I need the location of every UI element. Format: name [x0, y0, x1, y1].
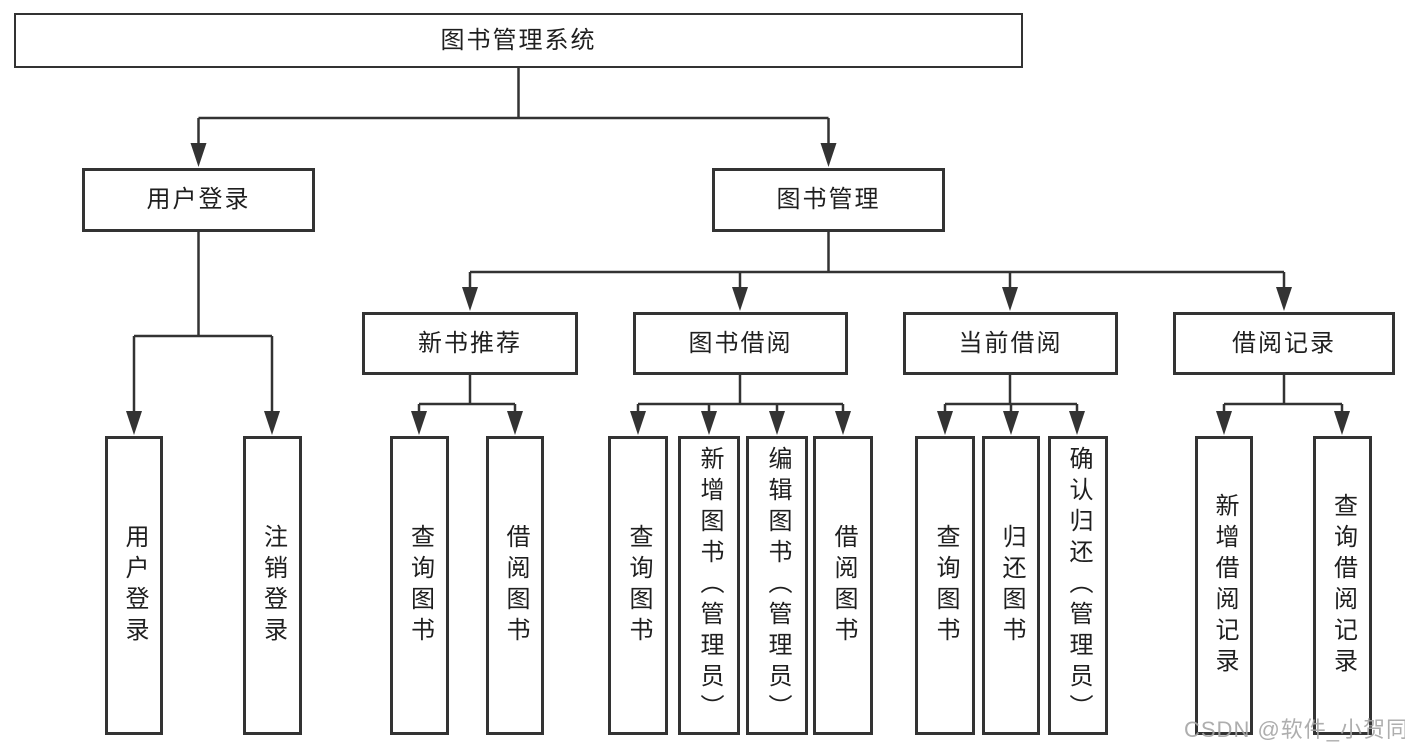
- leaf-newbooks-query: 查询图书: [390, 436, 449, 735]
- connector-borrowrecords-to-leaves: [1222, 375, 1344, 411]
- leaf-bookborrow-query-label: 查询图书: [625, 523, 652, 648]
- leaf-currentborrow-query-label: 查询图书: [932, 523, 959, 648]
- node-current-borrow: 当前借阅: [903, 312, 1118, 375]
- leaf-user-login-label: 用户登录: [121, 523, 148, 648]
- node-book-borrow: 图书借阅: [633, 312, 848, 375]
- node-root: 图书管理系统: [14, 13, 1023, 68]
- leaf-currentborrow-confirm-label: 确认归还（管理员）: [1065, 446, 1092, 725]
- node-book-borrow-label: 图书借阅: [688, 329, 793, 357]
- leaf-bookborrow-add-label: 新增图书（管理员）: [696, 446, 723, 725]
- leaf-bookborrow-edit-label: 编辑图书（管理员）: [764, 446, 791, 725]
- leaf-records-query: 查询借阅记录: [1313, 436, 1372, 735]
- node-user-login: 用户登录: [82, 168, 315, 232]
- node-root-label: 图书管理系统: [440, 26, 597, 54]
- leaf-bookborrow-query: 查询图书: [608, 436, 668, 735]
- node-current-borrow-label: 当前借阅: [958, 329, 1063, 357]
- leaf-newbooks-borrow-label: 借阅图书: [502, 523, 529, 648]
- leaf-currentborrow-confirm: 确认归还（管理员）: [1048, 436, 1108, 735]
- leaf-newbooks-query-label: 查询图书: [406, 523, 434, 648]
- leaf-records-query-label: 查询借阅记录: [1329, 492, 1357, 679]
- node-borrow-records-label: 借阅记录: [1232, 329, 1336, 357]
- leaf-logout: 注销登录: [243, 436, 302, 735]
- leaf-currentborrow-return-label: 归还图书: [998, 523, 1025, 648]
- connector-bookborrow-to-leaves: [636, 375, 845, 411]
- leaf-records-add: 新增借阅记录: [1195, 436, 1253, 735]
- leaf-bookborrow-borrow: 借阅图书: [813, 436, 873, 735]
- connector-bookmgmt-to-level3: [468, 232, 1286, 287]
- leaf-records-add-label: 新增借阅记录: [1211, 492, 1238, 679]
- leaf-newbooks-borrow: 借阅图书: [486, 436, 544, 735]
- node-new-book-recommend: 新书推荐: [362, 312, 578, 375]
- leaf-currentborrow-query: 查询图书: [915, 436, 975, 735]
- leaf-currentborrow-return: 归还图书: [982, 436, 1040, 735]
- node-book-management: 图书管理: [712, 168, 945, 232]
- watermark-text: CSDN @软件_小贺同学: [1184, 717, 1405, 742]
- leaf-logout-label: 注销登录: [259, 523, 287, 648]
- node-new-book-recommend-label: 新书推荐: [418, 329, 522, 357]
- leaf-user-login: 用户登录: [105, 436, 163, 735]
- leaf-bookborrow-borrow-label: 借阅图书: [830, 523, 857, 648]
- connector-root-to-level2: [197, 66, 830, 143]
- leaf-bookborrow-edit: 编辑图书（管理员）: [746, 436, 808, 735]
- connector-userlogin-to-leaves: [132, 232, 274, 411]
- node-book-management-label: 图书管理: [776, 186, 881, 213]
- node-borrow-records: 借阅记录: [1173, 312, 1395, 375]
- leaf-bookborrow-add: 新增图书（管理员）: [678, 436, 740, 735]
- connector-currentborrow-to-leaves: [943, 375, 1079, 411]
- node-user-login-label: 用户登录: [146, 186, 251, 213]
- connector-newbooks-to-leaves: [417, 375, 517, 411]
